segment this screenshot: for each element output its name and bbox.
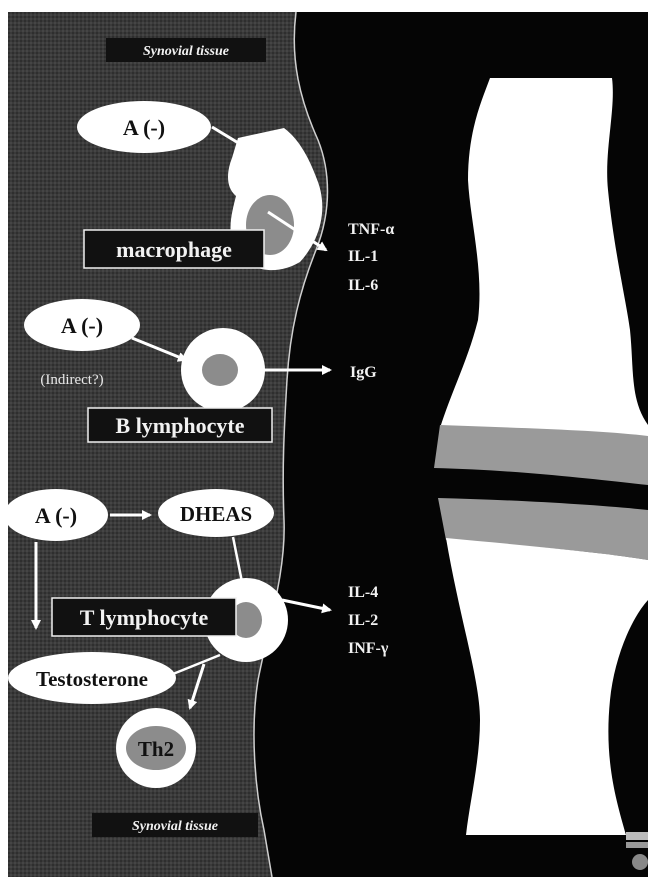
antagonist-label-bcell: A (-) bbox=[61, 313, 103, 338]
macrophage-label: macrophage bbox=[116, 237, 232, 262]
bcell-nucleus bbox=[202, 354, 238, 386]
tcell-cytokine-1: IL-4 bbox=[348, 584, 378, 601]
testosterone-label: Testosterone bbox=[36, 667, 148, 691]
bcell-indirect-note: (Indirect?) bbox=[40, 372, 103, 388]
tcell-label: T lymphocyte bbox=[80, 605, 209, 630]
macrophage-cytokine-2: IL-1 bbox=[348, 248, 378, 265]
dheas-label: DHEAS bbox=[180, 502, 252, 526]
tissue-top-label: Synovial tissue bbox=[143, 44, 229, 59]
antagonist-label-macrophage: A (-) bbox=[123, 115, 165, 140]
antagonist-label-tcell: A (-) bbox=[35, 503, 77, 528]
macrophage-cytokine-1: TNF-α bbox=[348, 221, 394, 238]
tcell-cytokine-3: INF-γ bbox=[348, 640, 389, 657]
bcell-label: B lymphocyte bbox=[116, 413, 245, 438]
th2-label: Th2 bbox=[138, 737, 174, 761]
macrophage-cytokine-3: IL-6 bbox=[348, 277, 378, 294]
tcell-cytokine-2: IL-2 bbox=[348, 612, 378, 629]
tissue-bottom-label: Synovial tissue bbox=[132, 819, 218, 834]
bcell-product: IgG bbox=[350, 364, 377, 381]
